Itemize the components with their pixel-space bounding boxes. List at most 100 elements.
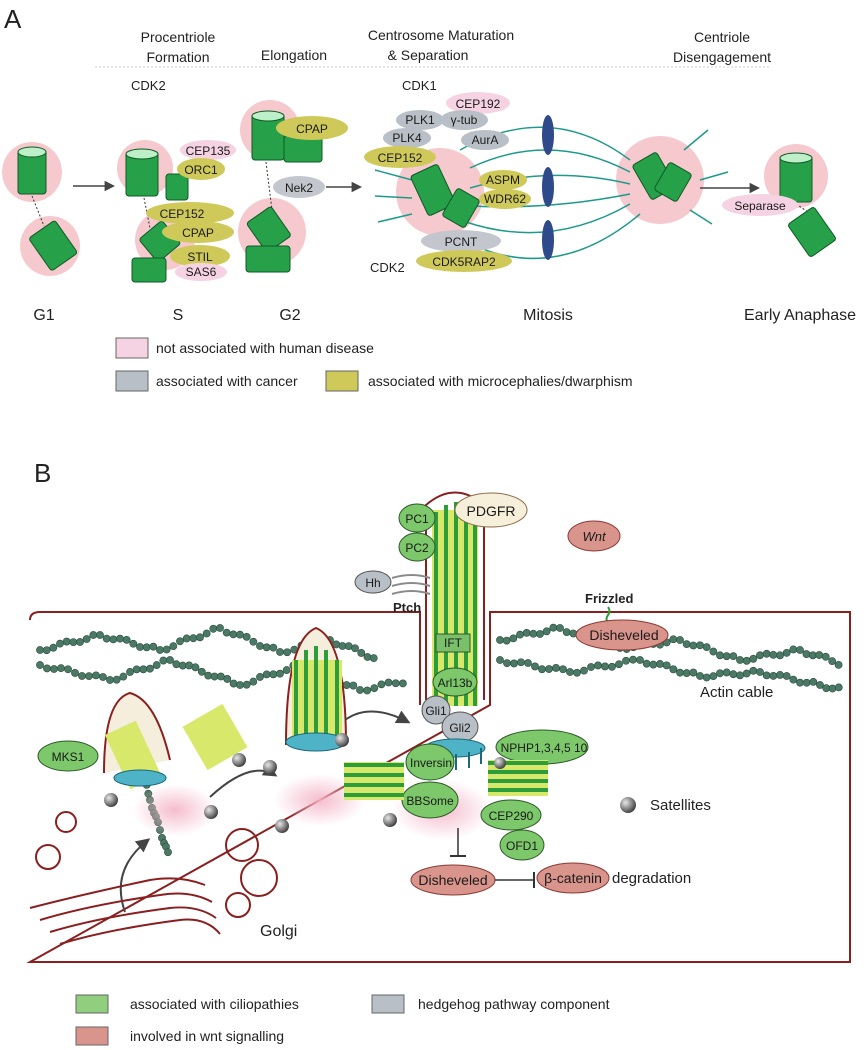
actin-bead [216,624,224,632]
label-ptch: Ptch [393,600,421,615]
actin-bead [815,651,824,659]
node-cep290 [480,799,542,831]
actin-bead [662,661,671,670]
actin-bead [796,678,804,687]
actin-bead [99,673,107,681]
actin-bead [796,646,804,654]
node-disheveled-top [575,619,669,651]
actin-bead [769,672,778,680]
actin-bead [82,635,91,643]
label-orc1: ORC1 [184,163,218,177]
actin-bead [351,644,359,653]
actin-bead [676,636,684,644]
anaphase-centrioles [764,144,836,257]
actin-bead [503,659,511,668]
actin-bead [821,652,830,661]
label-satellites: Satellites [650,797,711,814]
actin-bead [762,671,771,680]
stage-anaphase: Early Anaphase [744,307,856,324]
actin-bead [636,656,644,664]
actin-bead [57,664,65,673]
phase-disengagement-line2: Disengagement [673,49,771,65]
actin-bead [262,670,271,679]
actin-bead [556,624,564,632]
actin-bead [669,635,678,644]
label-sas6: SAS6 [186,265,217,279]
actin-bead [78,672,86,680]
panel-a-letter: A [4,4,22,34]
actin-bead [269,670,278,679]
actin-bead [42,646,51,655]
pill-sas6 [175,263,227,281]
actin-bead [56,639,64,648]
actin-bead [809,677,818,686]
actin-bead [615,660,623,669]
actin-bead [509,634,518,643]
label-ofd1: OFD1 [506,839,538,853]
legend-b-swatch-ciliopathies [75,994,109,1014]
actin-bead [96,631,104,639]
label-stil: STIL [187,250,213,264]
pill-aura [461,130,509,150]
actin-bead [276,669,284,678]
label-cdk5rap2: CDK5RAP2 [432,255,496,269]
actin-bead [573,668,581,677]
kinase-cdk2-bottom: CDK2 [370,260,405,275]
actin-bead [536,630,544,638]
legend-a-label-cancer: associated with cancer [156,373,298,389]
g1-centrosome [2,142,80,276]
actin-bead [182,634,191,643]
label-disheveled-bottom: Disheveled [418,872,487,888]
actin-bead [542,627,551,636]
label-gli1: Gli1 [425,704,447,718]
node-pdgfr [454,492,528,528]
actin-bead [562,628,571,637]
pill-plk1 [396,110,444,130]
label-cpap-s: CPAP [182,226,214,240]
actin-bead [782,672,791,680]
legend-a-label-none: not associated with human disease [156,340,374,356]
actin-bead [729,670,738,679]
actin-bead [139,665,148,674]
actin-bead [716,669,724,678]
actin-bead [510,659,518,668]
actin-bead [176,637,184,646]
actin-bead [129,639,138,648]
stage-g2: G2 [279,307,300,324]
actin-bead [689,668,698,677]
label-gamma-tub: γ-tub [451,113,478,127]
actin-bead [363,653,372,661]
actin-bead [102,634,111,643]
label-beta-catenin: β-catenin [544,870,602,886]
label-pdgfr: PDGFR [467,503,516,519]
label-disheveled-top: Disheveled [589,627,658,643]
actin-bead [769,650,778,659]
label-cep152-s: CEP152 [160,207,205,221]
arrow-left-to-middle [209,763,278,798]
label-cep152-m: CEP152 [378,151,423,165]
actin-bead [580,666,588,675]
actin-bead [191,663,200,672]
actin-bead [106,676,114,684]
legend-b-swatch-wnt [75,1026,109,1046]
arrow-middle-to-cilium [344,710,411,724]
label-degradation: degradation [612,870,691,887]
daughter-centriole-right [488,760,548,796]
actin-bead [357,649,366,657]
actin-bead [162,645,171,654]
actin-bead [702,673,711,682]
node-pc2 [398,532,436,562]
label-plk1: PLK1 [405,113,435,127]
actin-bead [223,675,232,683]
label-arl13b: Arl13b [438,676,473,690]
actin-bead [249,677,258,686]
actin-bead [656,660,664,668]
middle-basal-body [274,626,404,826]
actin-bead [76,638,84,646]
actin-bead [36,646,44,654]
legend-a-swatch-none [115,337,149,359]
label-wdr62: WDR62 [484,192,526,206]
actin-bead [816,681,824,689]
actin-bead [256,673,264,681]
label-bbsome: BBSome [406,794,454,808]
